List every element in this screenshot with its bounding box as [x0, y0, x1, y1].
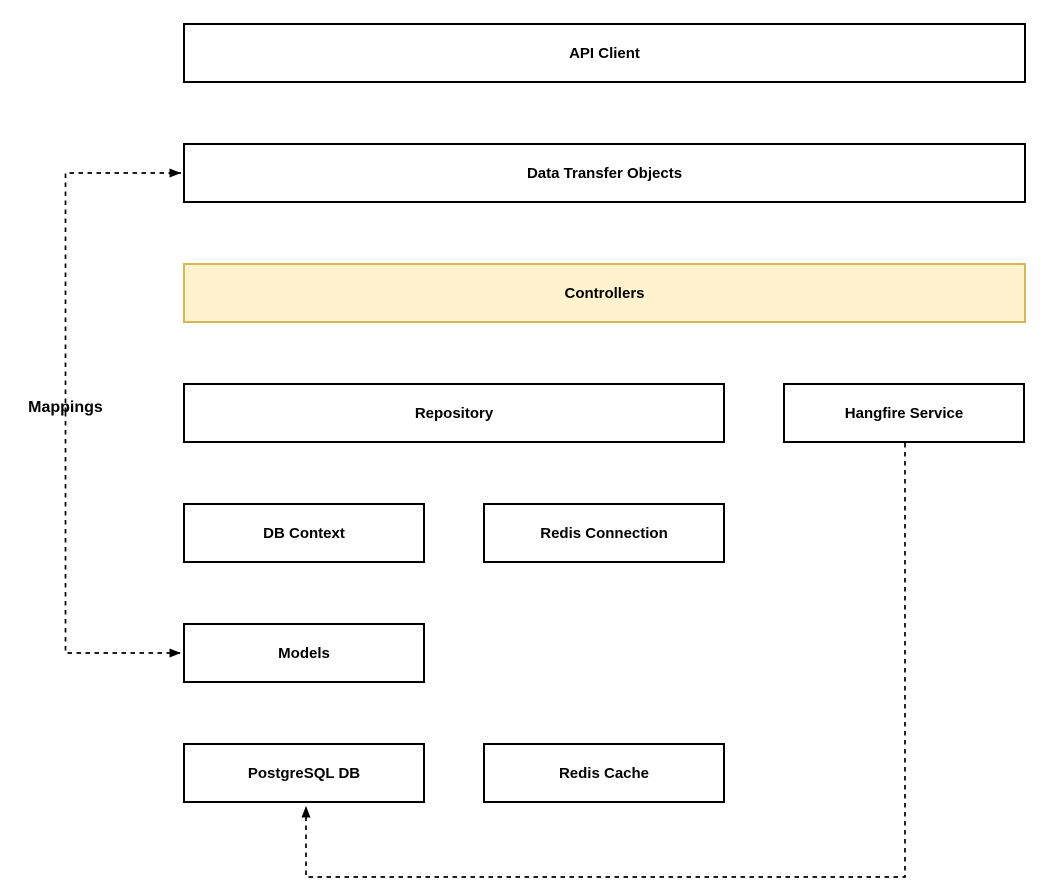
node-redis-connection: Redis Connection — [483, 503, 725, 563]
node-data-transfer-objects: Data Transfer Objects — [183, 143, 1026, 203]
node-label: Models — [278, 644, 330, 662]
node-label: PostgreSQL DB — [247, 764, 361, 782]
mappings-to-models-edge — [64, 412, 181, 658]
node-postgresql-db: PostgreSQL DB — [183, 743, 425, 803]
node-label: Hangfire Service — [844, 404, 964, 422]
mappings-to-dto-edge — [64, 168, 181, 412]
node-hangfire-service: Hangfire Service — [783, 383, 1025, 443]
node-redis-cache: Redis Cache — [483, 743, 725, 803]
node-repository: Repository — [183, 383, 725, 443]
node-label: Controllers — [564, 284, 645, 302]
node-label: API Client — [569, 44, 640, 62]
node-label: Repository — [414, 404, 494, 422]
node-controllers: Controllers — [183, 263, 1026, 323]
node-label: Data Transfer Objects — [526, 164, 683, 182]
node-db-context: DB Context — [183, 503, 425, 563]
node-label: Redis Cache — [558, 764, 650, 782]
node-models: Models — [183, 623, 425, 683]
node-label: DB Context — [263, 524, 345, 542]
node-api-client: API Client — [183, 23, 1026, 83]
node-label: Redis Connection — [540, 524, 668, 542]
mappings-edge-label: Mappings — [28, 399, 103, 416]
